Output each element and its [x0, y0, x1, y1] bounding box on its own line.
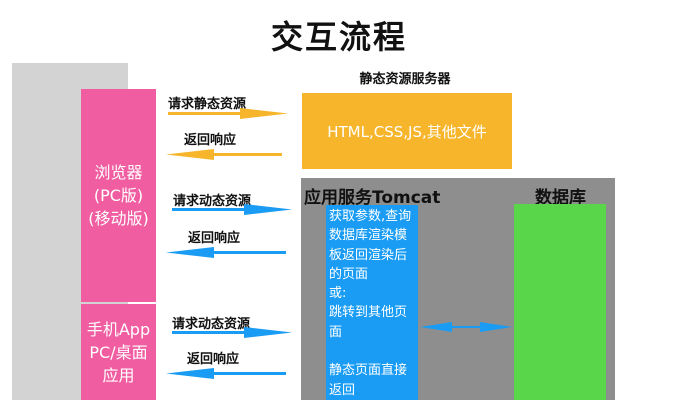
arrow-right-icon — [172, 204, 292, 215]
static-server-title: 静态资源服务器 — [359, 72, 451, 87]
dynamic-request-label-browser: 请求动态资源 — [173, 194, 252, 209]
static-request-label: 请求静态资源 — [168, 97, 247, 112]
dynamic-response-label-app: 返回响应 — [187, 352, 240, 367]
static-server-box: HTML,CSS,JS,其他文件 — [302, 93, 512, 169]
app-server-logic-box: 获取参数,查询 数据库渲染模 板返回渲染后 的页面 或: 跳转到其他页 面 静态… — [326, 205, 418, 400]
arrow-left-icon — [166, 149, 282, 160]
app-server-title: 应用服务Tomcat — [304, 188, 441, 208]
static-response-label: 返回响应 — [184, 133, 237, 148]
database-box — [514, 204, 606, 400]
database-title: 数据库 — [535, 188, 586, 208]
arrow-right-icon — [168, 108, 288, 119]
arrow-left-icon — [166, 368, 286, 379]
dynamic-request-label-app: 请求动态资源 — [172, 317, 251, 332]
browser-client-box: 浏览器 (PC版) (移动版) — [81, 89, 156, 302]
dynamic-response-label-browser: 返回响应 — [188, 231, 241, 246]
diagram-title: 交互流程 — [270, 18, 407, 56]
arrow-left-icon — [166, 247, 286, 258]
app-client-box: 手机App PC/桌面 应用 — [81, 304, 156, 400]
arrow-right-icon — [172, 327, 292, 338]
